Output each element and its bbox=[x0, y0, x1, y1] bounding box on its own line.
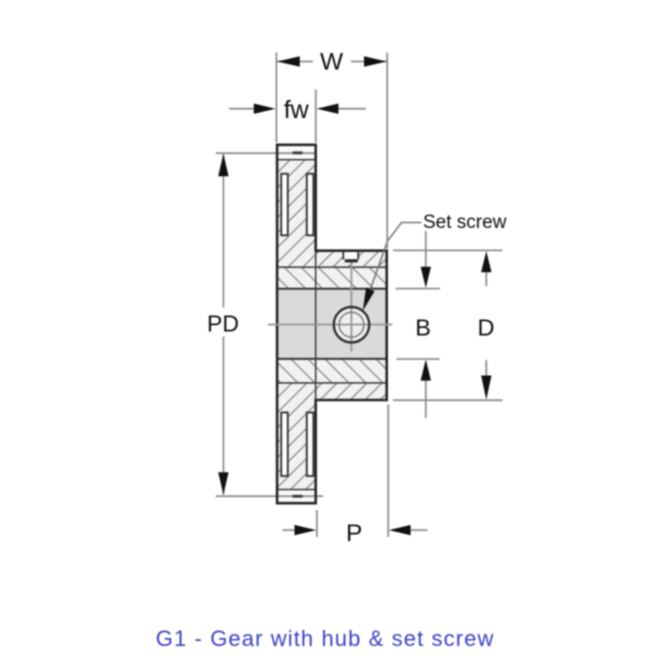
svg-text:W: W bbox=[320, 49, 344, 76]
svg-text:G1 - Gear with hub & set screw: G1 - Gear with hub & set screw bbox=[156, 626, 495, 651]
svg-text:D: D bbox=[478, 314, 495, 340]
svg-text:PD: PD bbox=[207, 311, 239, 337]
svg-text:P: P bbox=[346, 520, 362, 547]
svg-text:Set screw: Set screw bbox=[423, 212, 507, 233]
svg-text:fw: fw bbox=[284, 96, 310, 124]
svg-text:B: B bbox=[415, 314, 431, 340]
